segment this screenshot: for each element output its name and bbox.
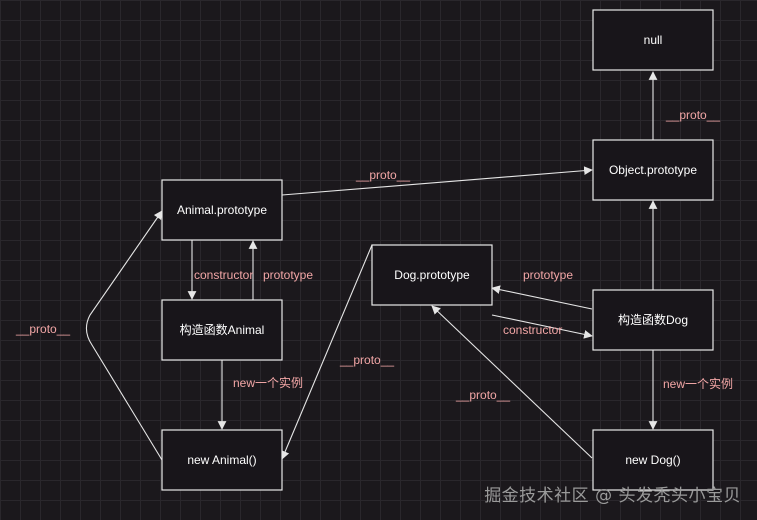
edge-new-dog-to-dog-prototype [431, 305, 593, 459]
edge-dog-prototype-to-new-animal [281, 244, 373, 460]
node-new-animal-label: new Animal() [187, 453, 256, 467]
edge-label-animal-to-object: __proto__ [355, 168, 410, 182]
edge-label-dog-prototype: prototype [523, 268, 573, 282]
edge-label-dog-instance-proto: __proto__ [455, 388, 510, 402]
node-dog-constructor-label: 构造函数Dog [618, 312, 688, 327]
edge-animal-prototype-to-object-prototype [281, 166, 593, 196]
edge-new-animal-to-animal-prototype [85, 210, 163, 461]
edge-label-animal-constructor: constructor [194, 268, 253, 282]
node-dog-prototype-label: Dog.prototype [394, 268, 470, 282]
node-object-prototype: Object.prototype [592, 139, 714, 201]
edge-label-dog-new: new一个实例 [663, 376, 733, 391]
node-new-dog: new Dog() [592, 429, 714, 491]
edge-label-dog-prototype-to-new-animal: __proto__ [339, 353, 394, 367]
edge-label-animal-new: new一个实例 [233, 375, 303, 390]
node-animal-constructor: 构造函数Animal [161, 299, 283, 361]
edge-label-object-to-null: __proto__ [665, 108, 720, 122]
node-null: null [592, 9, 714, 71]
edge-label-animal-prototype: prototype [263, 268, 313, 282]
node-object-prototype-label: Object.prototype [609, 163, 697, 177]
edge-label-dog-constructor: constructor [503, 323, 562, 337]
node-animal-prototype: Animal.prototype [161, 179, 283, 241]
edge-dog-prototype-to-dog-constructor [491, 314, 593, 339]
node-new-dog-label: new Dog() [625, 453, 680, 467]
edge-label-animal-instance-proto: __proto__ [15, 322, 70, 336]
node-dog-constructor: 构造函数Dog [592, 289, 714, 351]
node-null-label: null [644, 33, 663, 47]
watermark: 掘金技术社区 @ 头发秃头小宝贝 [484, 486, 741, 506]
node-animal-constructor-label: 构造函数Animal [180, 322, 265, 337]
node-animal-prototype-label: Animal.prototype [177, 203, 267, 217]
node-new-animal: new Animal() [161, 429, 283, 491]
node-dog-prototype: Dog.prototype [371, 244, 493, 306]
edge-dog-constructor-to-dog-prototype [491, 285, 593, 310]
